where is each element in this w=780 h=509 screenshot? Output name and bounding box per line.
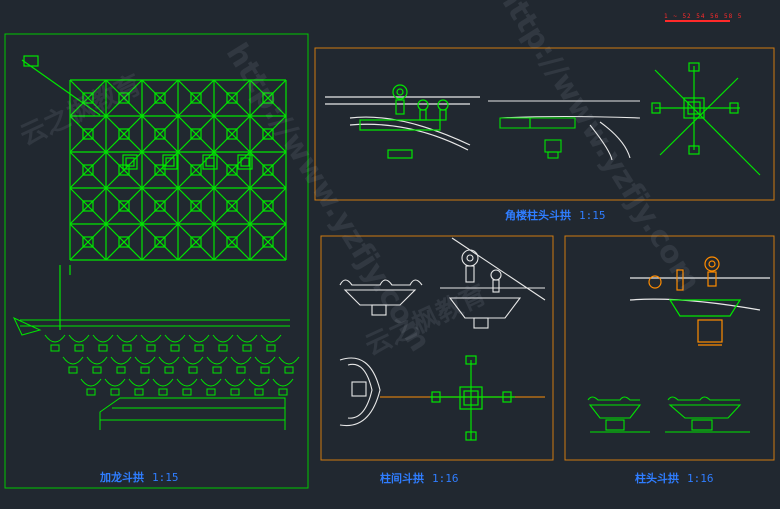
caption-top-right-scale: 1:15 — [579, 209, 606, 222]
bottom-right-elevation — [629, 256, 770, 346]
bottom-mid-elevation — [339, 237, 546, 329]
left-base-platform — [99, 397, 286, 430]
bottom-mid-panel-frame — [320, 235, 554, 461]
caption-left: 加龙斗拱 1:15 — [100, 469, 179, 485]
scale-bar-label: 1 ~ 52 54 56 58 5 — [664, 13, 743, 20]
caption-bottom-right-scale: 1:16 — [687, 472, 714, 485]
left-bracket-lattice — [21, 55, 287, 330]
caption-bottom-right: 柱头斗拱 1:16 — [635, 470, 714, 486]
caption-left-scale: 1:15 — [152, 471, 179, 484]
top-right-section-mid — [488, 100, 641, 161]
caption-bottom-right-title: 柱头斗拱 — [635, 472, 679, 485]
top-right-panel-frame — [314, 47, 775, 201]
top-right-section-left — [325, 84, 480, 159]
bottom-mid-section — [339, 357, 381, 427]
left-eave-bracket-row — [12, 316, 300, 396]
bottom-mid-plan-view — [380, 355, 545, 441]
left-panel-frame — [4, 33, 309, 489]
bottom-right-panel-frame — [564, 235, 775, 461]
top-right-plan-view — [651, 62, 761, 176]
bottom-right-bracket-pair — [587, 396, 750, 433]
caption-top-right-title: 角楼柱头斗拱 — [505, 209, 571, 222]
caption-bottom-mid: 柱间斗拱 1:16 — [380, 470, 459, 486]
caption-left-title: 加龙斗拱 — [100, 471, 144, 484]
caption-bottom-mid-scale: 1:16 — [432, 472, 459, 485]
caption-bottom-mid-title: 柱间斗拱 — [380, 472, 424, 485]
caption-top-right: 角楼柱头斗拱 1:15 — [505, 207, 606, 223]
